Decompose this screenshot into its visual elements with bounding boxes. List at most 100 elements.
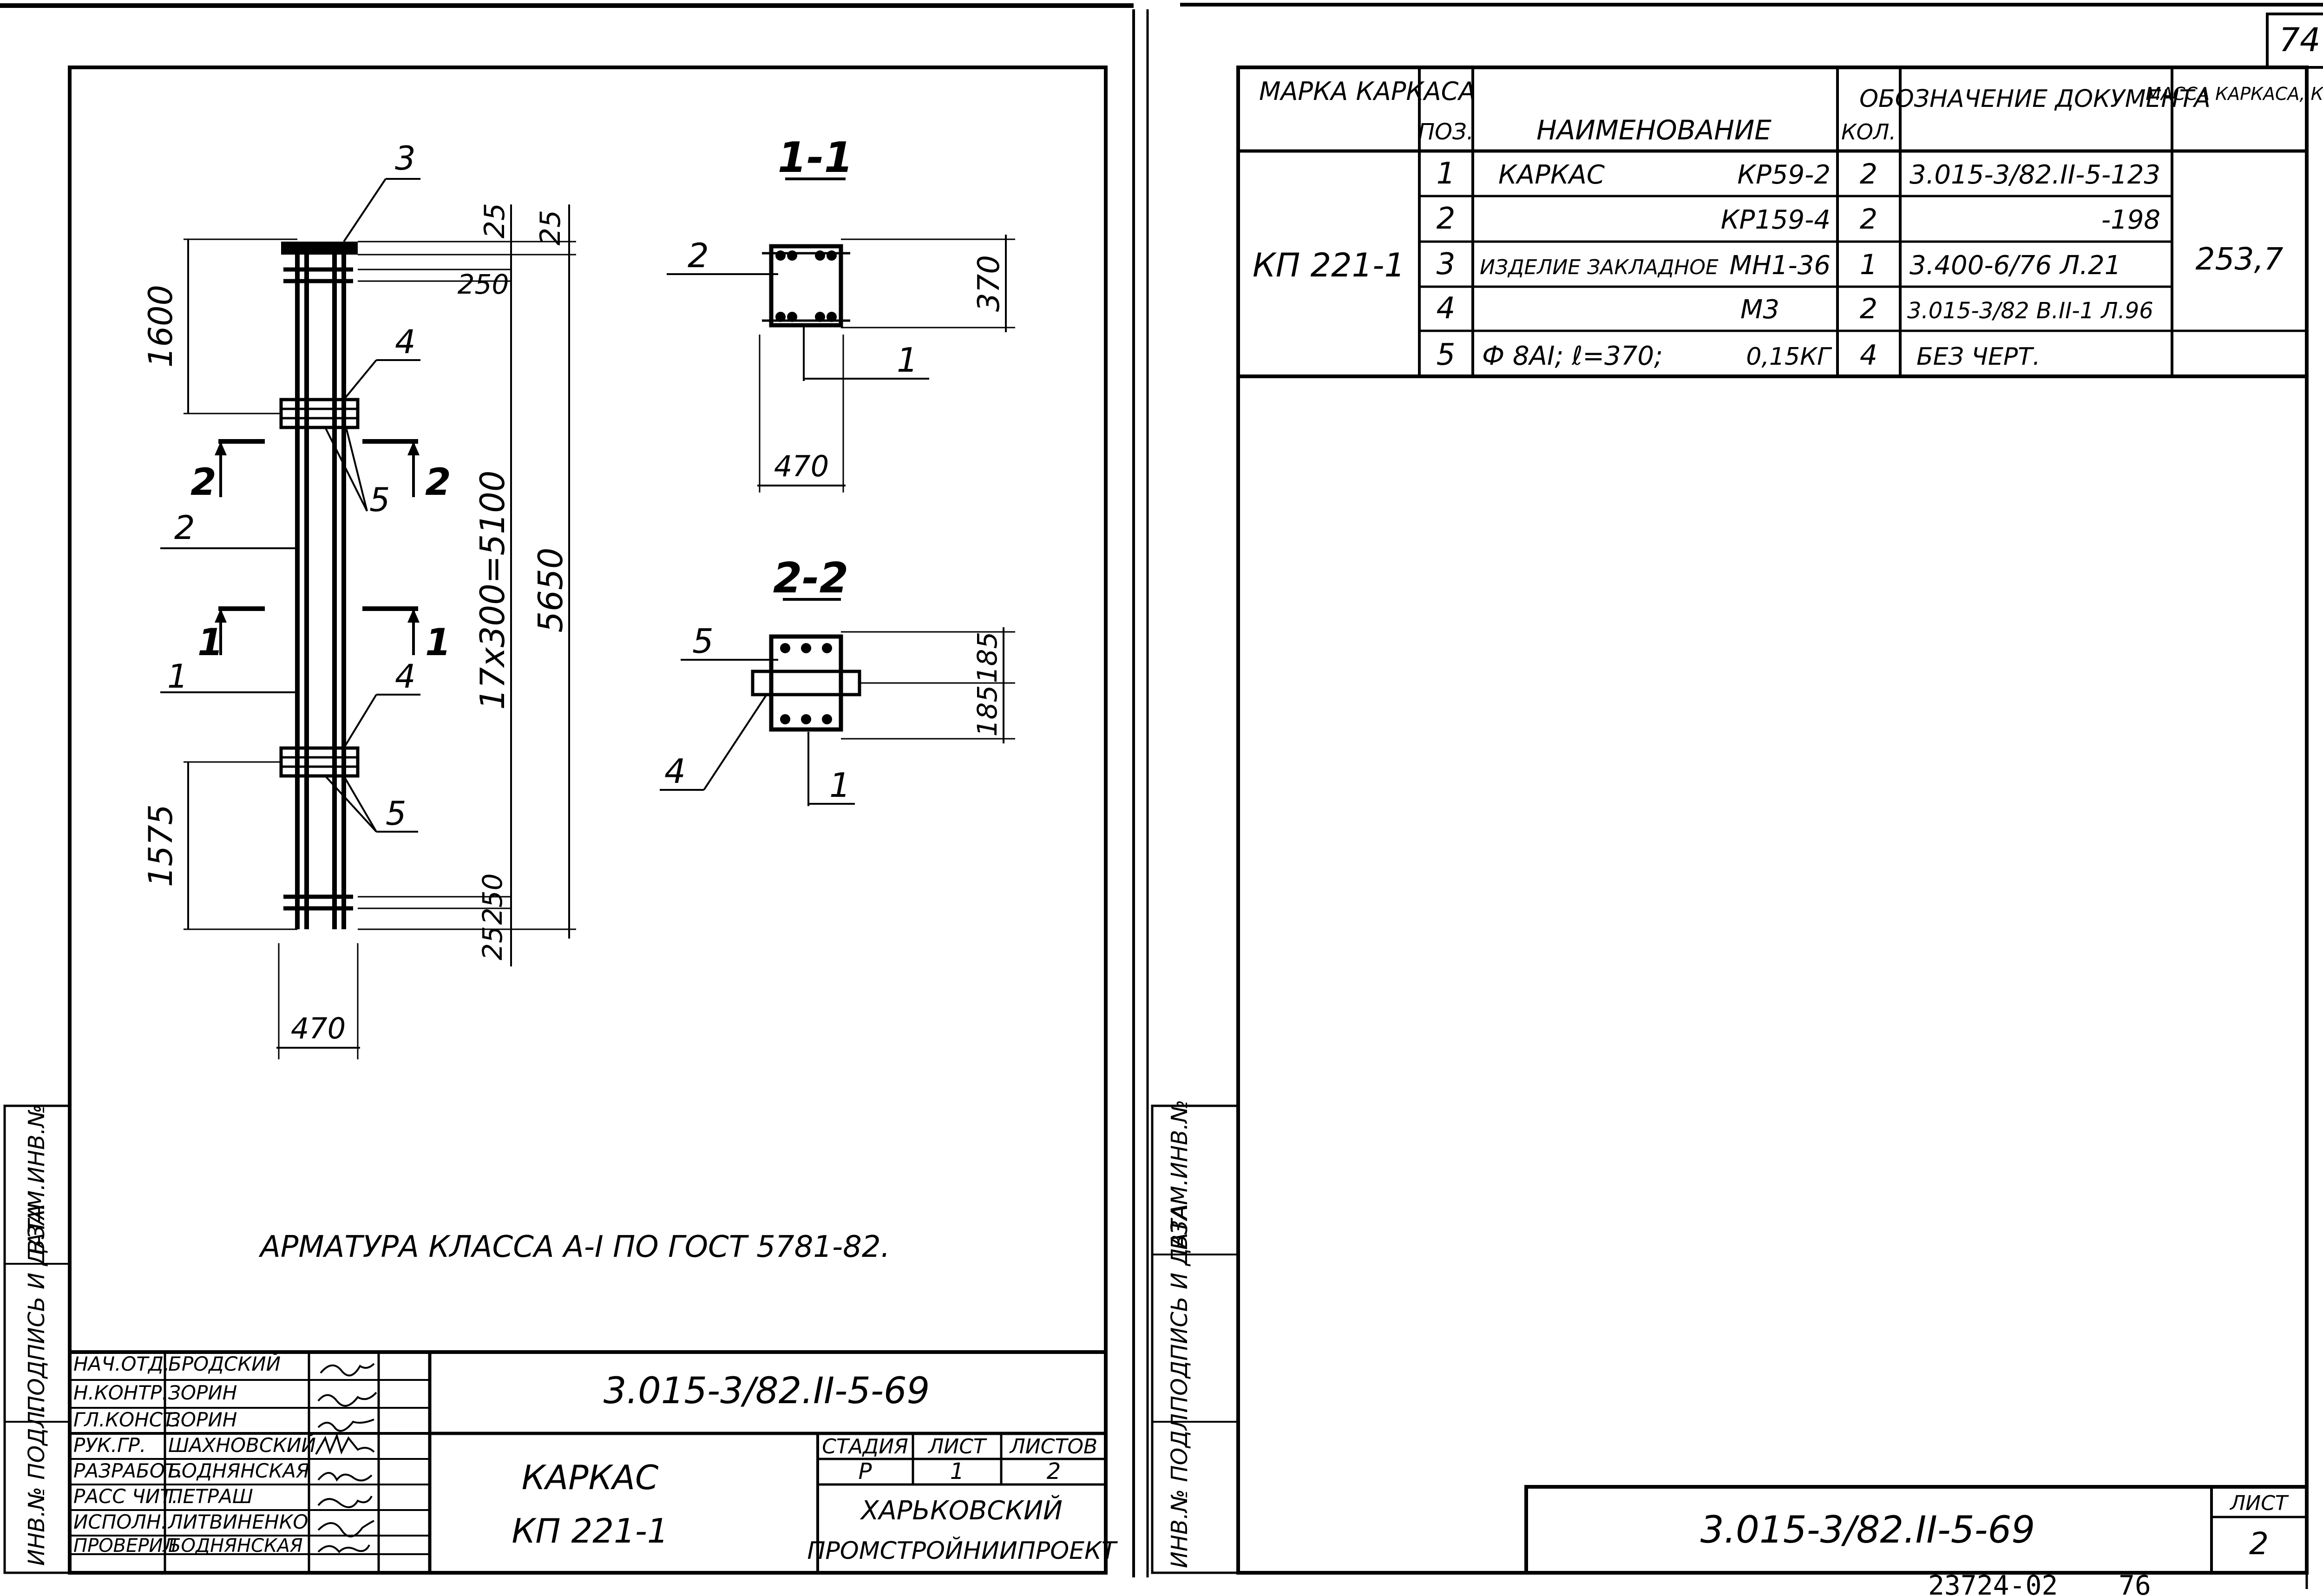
dim-250-bottom: 250 [477,874,508,925]
dim-470: 470 [291,1011,346,1045]
hdr-mass: МАССА КАРКАСА, КГ [2146,84,2323,104]
tb-sheets: 2 [1047,1458,1061,1484]
pos-label-2: 2 [174,509,195,547]
row4-doc: 3.015-3/82 В.II-1 Л.96 [1907,298,2153,324]
tb-stage: Р [859,1458,872,1484]
pos-label-3: 3 [395,139,416,177]
section-2-dim-185-bottom: 185 [971,685,1003,737]
section-2-pos-1: 1 [829,766,851,805]
dim-17x300: 17x300=5100 [473,470,512,709]
row3-item: МН1-36 [1729,250,1831,281]
reinforcement-note: АРМАТУРА КЛАССА А-I ПО ГОСТ 5781-82. [258,1230,890,1264]
row4-qty: 2 [1860,293,1877,325]
tb-doc-number: 3.015-3/82.II-5-69 [604,1370,930,1412]
tb-name-6: ЛИТВИНЕНКО [167,1511,308,1533]
dim-5650: 5650 [531,547,570,632]
page-number: 74 [2279,21,2320,59]
row4-item: М3 [1740,295,1779,325]
title-block: НАЧ.ОТД. БРОДСКИЙ Н.КОНТР. ЗОРИН ГЛ.КОНС… [68,1350,1118,1575]
row5-pos: 5 [1437,338,1456,372]
hdr-qty: КОЛ. [1841,119,1896,144]
row5-doc: БЕЗ ЧЕРТ. [1916,343,2041,371]
row1-qty: 2 [1860,158,1877,190]
tb-role-5: РАСС ЧИТ. [73,1485,178,1508]
row4-pos: 4 [1437,291,1456,326]
footer-doc-number: 3.015-3/82.II-5-69 [1700,1508,2035,1551]
tb-org-line2: ПРОМСТРОЙНИИПРОЕКТ [807,1537,1118,1565]
dim-25-top-b: 25 [534,210,567,245]
row5-item: 0,15КГ [1746,343,1832,371]
side-label-replaced-inv: ВЗАМ.ИНВ.№ [24,1104,50,1254]
pos-label-1: 1 [167,657,188,696]
cell-mark: КП 221-1 [1253,246,1405,284]
tb-sheets-label: ЛИСТОВ [1009,1435,1097,1458]
tb-role-1: Н.КОНТР. [73,1381,168,1404]
pos-label-5-bottom: 5 [386,795,407,833]
hdr-name: НАИМЕНОВАНИЕ [1536,114,1772,146]
row2-qty: 2 [1860,203,1877,236]
pos-label-5-top: 5 [369,481,390,519]
section-2-pos-5: 5 [692,622,714,661]
tb-role-3: РУК.ГР. [73,1434,146,1457]
hdr-mark: МАРКА КАРКАСА [1259,77,1476,106]
dim-1575: 1575 [142,804,180,887]
tb-name-4: БОДНЯНСКАЯ [168,1459,309,1482]
tb-role-4: РАЗРАБОТ. [73,1459,183,1482]
dim-250-top: 250 [458,269,509,300]
row2-item: КР159-4 [1721,205,1831,235]
specification-table: МАРКА КАРКАСА ПОЗ. НАИМЕНОВАНИЕ КОЛ. ОБО… [1236,66,2323,378]
tb-name-line2: КП 221-1 [512,1511,668,1550]
row1-name: КАРКАС [1498,160,1605,190]
r-side-label-replaced-inv: ВЗАМ.ИНВ.№ [1167,1100,1193,1250]
right-side-labels: ИНВ.№ ПОДЛ. ПОДПИСЬ И ДАТА ВЗАМ.ИНВ.№ [1167,1100,1193,1568]
row3-name: ИЗДЕЛИЕ ЗАКЛАДНОЕ [1480,256,1719,279]
hdr-mark-text: МАРКА КАРКАСА [1259,77,1476,106]
left-side-labels: ИНВ.№ ПОДЛ. ПОДПИСЬ И ДАТА ВЗАМ.ИНВ.№ [24,1104,50,1566]
tb-name-7: БОДНЯНСКАЯ [168,1535,303,1557]
tb-name-1: ЗОРИН [168,1381,237,1404]
frame-elevation: 1600 1575 25 25 250 17x300=5100 5650 250… [142,139,576,1059]
hdr-doc: ОБОЗНАЧЕНИЕ ДОКУМЕНТА [1859,85,2211,113]
cut-2-left: 2 [190,460,217,504]
pos-label-4-bottom: 4 [395,657,416,696]
row1-doc: 3.015-3/82.II-5-123 [1910,160,2160,190]
row5-qty: 4 [1860,339,1877,372]
cut-2-right: 2 [425,460,451,504]
footer-sheet: 2 [2249,1526,2269,1562]
section-1-pos-1: 1 [897,341,918,380]
embedded-plate [281,242,358,255]
right-footer: 3.015-3/82.II-5-69 ЛИСТ 2 [1524,1485,2309,1575]
pos-label-4-top: 4 [395,323,416,361]
cut-1-left: 1 [197,621,223,664]
row1-item: КР59-2 [1737,160,1831,190]
tb-sheet: 1 [950,1458,965,1484]
section-1-1: 1-1 370 470 2 1 [667,133,1015,493]
side-label-signature: ПОДПИСЬ И ДАТА [24,1204,50,1412]
hdr-pos: ПОЗ. [1418,119,1474,145]
tb-org-line1: ХАРЬКОВСКИЙ [860,1496,1063,1526]
section-1-1-title: 1-1 [778,133,853,182]
tb-name-3: ШАХНОВСКИЙ [168,1433,316,1457]
section-2-2-title: 2-2 [773,554,849,603]
side-label-inv-no: ИНВ.№ ПОДЛ. [24,1404,50,1566]
tb-name-2: ЗОРИН [168,1408,237,1431]
dim-25-top-a: 25 [479,203,511,238]
row2-pos: 2 [1437,202,1456,236]
archive-stamp-page: 76 [2119,1570,2151,1596]
footer-sheet-label: ЛИСТ [2229,1491,2289,1515]
section-1-dim-470: 470 [774,449,829,483]
tb-role-0: НАЧ.ОТД. [73,1353,170,1375]
archive-stamp: 23724-02 [1928,1570,2058,1596]
section-1-pos-2: 2 [688,236,709,275]
row2-doc: -198 [2101,205,2160,235]
row3-qty: 1 [1860,249,1877,281]
tb-stage-label: СТАДИЯ [822,1435,908,1458]
dim-25-bottom: 25 [477,926,508,960]
section-1-dim-370: 370 [972,255,1006,312]
tb-name-0: БРОДСКИЙ [168,1352,281,1375]
section-2-2: 2-2 185 185 5 4 1 [660,554,1015,806]
row1-pos: 1 [1437,157,1456,191]
tb-name-line1: КАРКАС [522,1458,659,1497]
tb-role-7: ПРОВЕРИЛ [73,1535,177,1557]
row3-doc: 3.400-6/76 Л.21 [1910,250,2121,281]
